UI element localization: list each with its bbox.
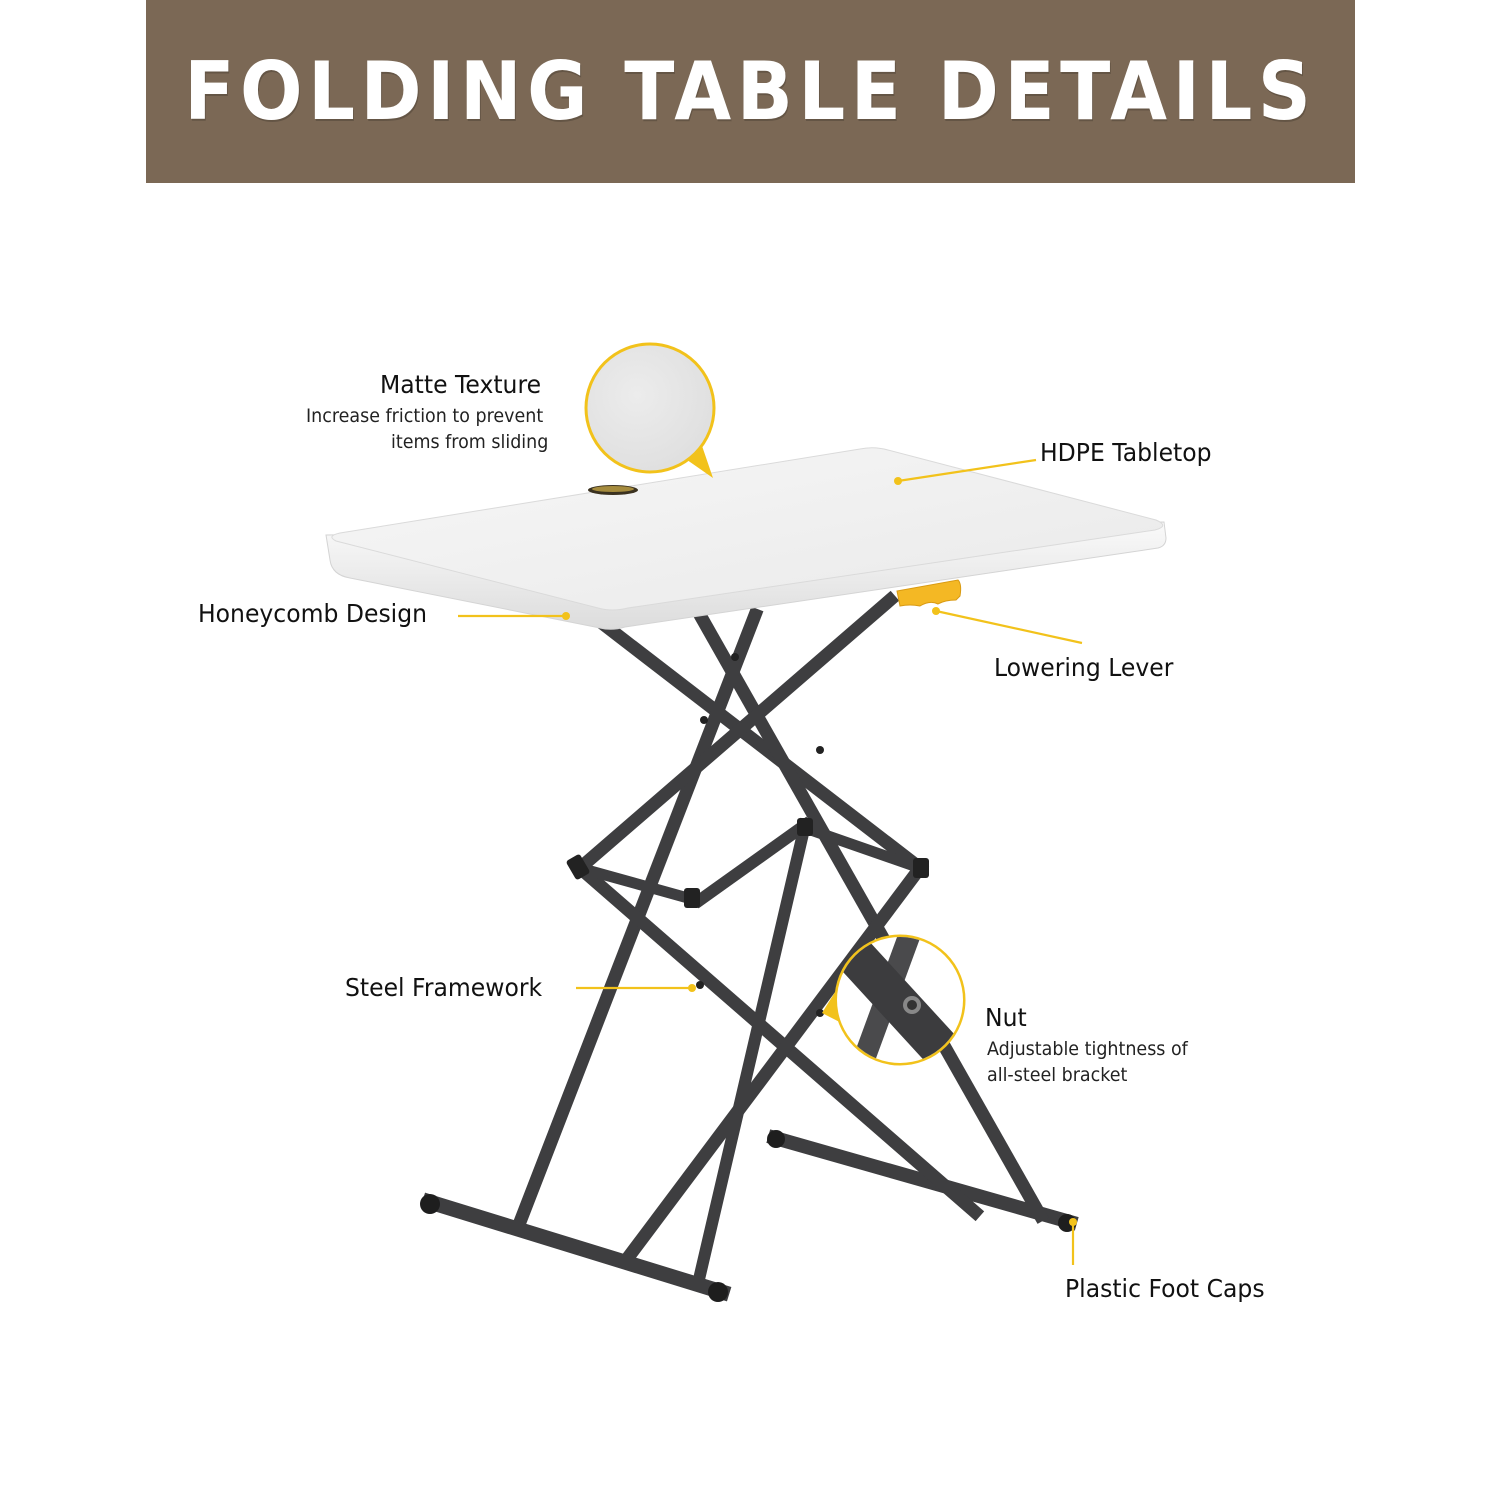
header-banner: FOLDING TABLE DETAILS	[146, 0, 1355, 183]
honeycomb-design-label: Honeycomb Design	[198, 599, 428, 628]
plastic-foot-caps-label: Plastic Foot Caps	[1065, 1274, 1265, 1303]
nut-description-line-2: all-steel bracket	[987, 1064, 1128, 1086]
nut-description-line-1: Adjustable tightness of	[987, 1038, 1188, 1060]
nut-title: Nut	[985, 1003, 1027, 1032]
matte-texture-title: Matte Texture	[380, 370, 542, 399]
tabletop	[325, 447, 1167, 630]
hdpe-tabletop-label: HDPE Tabletop	[1040, 438, 1212, 467]
matte-texture-zoom-circle	[584, 342, 716, 478]
lowering-lever-label: Lowering Lever	[994, 653, 1174, 682]
page-title: FOLDING TABLE DETAILS	[184, 45, 1317, 138]
matte-texture-description-line-1: Increase friction to prevent	[306, 405, 544, 427]
foot-caps	[420, 1130, 1076, 1302]
nut-zoom-circle	[822, 934, 966, 1066]
steel-framework-label: Steel Framework	[345, 973, 543, 1002]
steel-frame	[420, 590, 1079, 1302]
matte-texture-description-line-2: items from sliding	[391, 431, 549, 453]
